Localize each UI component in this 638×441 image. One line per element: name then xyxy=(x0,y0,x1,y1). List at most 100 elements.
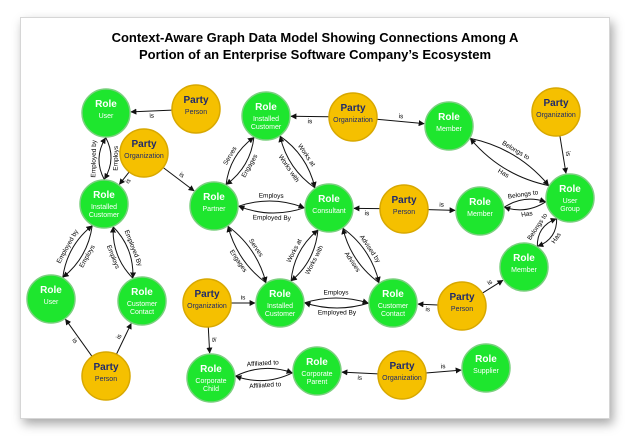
edge-org_topright-user_group: is xyxy=(559,135,572,174)
node-type-label: Role xyxy=(200,364,222,375)
node-type-label: Party xyxy=(449,292,474,303)
node-sub-label: Member xyxy=(467,211,493,218)
edge-label: is xyxy=(486,278,494,287)
edge-line xyxy=(537,217,558,248)
edge-line xyxy=(482,279,504,294)
node-sub-label: Person xyxy=(451,306,473,313)
node-sub-label: Supplier xyxy=(473,368,499,375)
node-sub-label: Consultant xyxy=(312,208,346,215)
edge-org_top-inst_cust_top: is xyxy=(290,113,330,125)
node-circle xyxy=(292,346,342,396)
node-circle xyxy=(437,281,487,331)
edge-label: is xyxy=(149,113,155,120)
node-type-label: Party xyxy=(194,289,219,300)
node-type-label: Party xyxy=(93,362,118,373)
edge-line xyxy=(234,367,293,377)
node-sub-label: Person xyxy=(185,109,207,116)
edge-label: is xyxy=(425,306,431,313)
edge-person_top-user_top: is xyxy=(130,108,173,120)
node-circle xyxy=(186,353,236,403)
edge-person_bottom-user_left: is xyxy=(65,318,93,357)
node-type-label: Role xyxy=(255,102,277,113)
edge-label: Employed By xyxy=(253,214,292,222)
edge-line xyxy=(237,200,305,209)
edge-label: is xyxy=(124,177,133,186)
graph-diagram: Context-Aware Graph Data Model Showing C… xyxy=(26,30,595,403)
edge-member_mid-user_group: Belongs to xyxy=(503,189,546,208)
node-circle xyxy=(119,128,169,178)
node-type-label: Role xyxy=(269,289,291,300)
edge-label: Employed By xyxy=(318,310,357,317)
edge-line xyxy=(115,322,132,355)
edge-corp_parent-corp_child: Affiliated to xyxy=(235,372,294,390)
node-sub-label: Member xyxy=(511,267,537,274)
edge-line xyxy=(162,167,195,192)
edge-line xyxy=(503,197,546,208)
edge-line xyxy=(130,108,173,115)
edge-label: is xyxy=(564,151,572,157)
edge-line xyxy=(425,367,462,374)
edge-line xyxy=(235,372,294,382)
node-sub-label: Organization xyxy=(536,112,576,119)
node-type-label: Party xyxy=(543,98,568,109)
edge-line xyxy=(342,227,381,283)
edge-line xyxy=(341,369,379,376)
node-circle xyxy=(255,278,305,328)
diagram-title-line1: Context-Aware Graph Data Model Showing C… xyxy=(112,30,519,45)
edge-inst_cust_mid-cust_contact_mid: Employs xyxy=(303,290,369,305)
node-circle xyxy=(545,173,595,223)
node-type-label: Role xyxy=(382,289,404,300)
node-type-label: Role xyxy=(131,287,153,298)
edge-line xyxy=(304,301,370,309)
node-type-label: Party xyxy=(391,195,416,206)
edge-member_top-user_group: Belongs to xyxy=(469,137,549,186)
node-circle xyxy=(368,278,418,328)
edge-person_mid-consultant: is xyxy=(353,205,381,217)
node-sub-label: Organization xyxy=(333,117,373,124)
edge-label: Employed By xyxy=(123,229,144,268)
node-type-label: Party xyxy=(340,103,365,114)
node-type-label: Role xyxy=(475,354,497,365)
edge-line xyxy=(469,137,549,186)
node-circle xyxy=(499,242,549,292)
edge-line xyxy=(227,225,268,283)
edge-line xyxy=(279,135,317,188)
edge-label: Belongs to xyxy=(507,189,539,200)
node-sub-label: Organization xyxy=(382,375,422,382)
edge-person_mid-member_mid: is xyxy=(427,202,456,214)
edge-inst_cust_left-user_top: Employed by xyxy=(90,137,106,181)
node-sub-label: Person xyxy=(95,376,117,383)
node-type-label: Role xyxy=(93,190,115,201)
node-circle xyxy=(189,181,239,231)
edge-label: Works at xyxy=(286,238,304,264)
edge-line xyxy=(109,226,134,280)
edge-label: is xyxy=(115,333,124,341)
node-sub-label: Person xyxy=(393,209,415,216)
node-type-label: Role xyxy=(513,253,535,264)
edge-line xyxy=(504,201,547,212)
node-circle xyxy=(117,276,167,326)
node-sub-label: Member xyxy=(436,126,462,133)
edge-line xyxy=(62,225,93,279)
edge-line xyxy=(238,205,306,214)
node-sub-label: User xyxy=(44,299,59,306)
edge-user_group-member_mid: Has xyxy=(504,201,547,219)
